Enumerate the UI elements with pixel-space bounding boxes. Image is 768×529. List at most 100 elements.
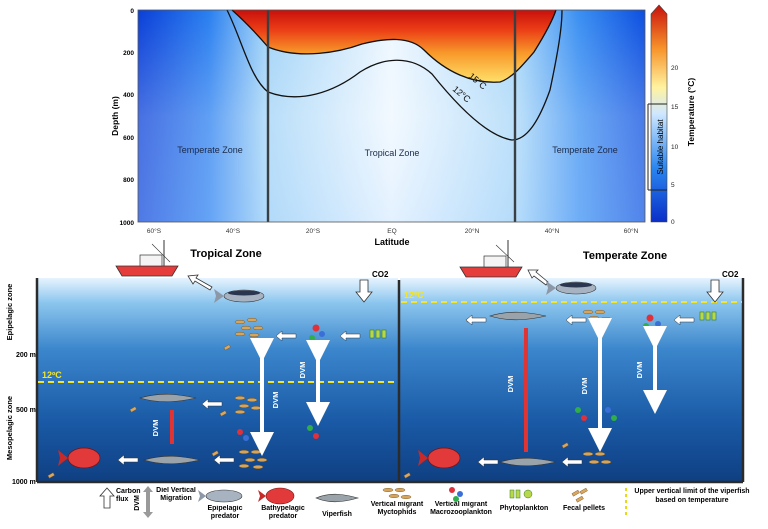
- dvm-label-left-long: DVM: [271, 392, 280, 409]
- y-tick: 400: [123, 92, 134, 99]
- carbon-flux-arrow-right: [706, 279, 724, 303]
- phytoplankton-right: [699, 311, 717, 321]
- y-axis-label: Depth (m): [110, 96, 120, 136]
- x-tick: EQ: [387, 228, 396, 235]
- catch-arrow-right: [527, 269, 549, 286]
- x-axis-label: Latitude: [375, 237, 410, 247]
- x-tick: 20°N: [465, 227, 480, 235]
- legend-upper-limit-text: Upper vertical limit of the viperfish ba…: [634, 488, 750, 504]
- fishing-boat-left: [115, 240, 179, 277]
- legend-macrozooplankton-text: Vertical migrant Macrozooplankton: [430, 501, 492, 516]
- depth-1000-label: 1000 m: [12, 479, 36, 486]
- heatmap-depth-shade: [138, 10, 645, 222]
- colorbar-tick: 10: [671, 144, 679, 151]
- x-tick: 60°S: [147, 227, 162, 235]
- legend: Carbon flux DVM Diel Vertical Migration …: [99, 486, 750, 520]
- heatmap-frame: [137, 9, 646, 223]
- epipelagic-zone-label: Epipelagic zone: [5, 284, 14, 341]
- legend-viperfish-text: Viperfish: [322, 511, 352, 518]
- carbon-flux-arrow-left: [355, 279, 373, 303]
- colorbar-tick: 20: [671, 65, 679, 72]
- y-tick: 200: [123, 50, 134, 57]
- legend-dvm-desc: Diel Vertical Migration: [156, 487, 196, 502]
- colorbar-ticks: 0 5 10 15 20: [671, 65, 679, 226]
- zone-label-tropical: Tropical Zone: [365, 148, 420, 158]
- tuna-right: [546, 281, 597, 295]
- legend-carbon-flux-text: Carbon flux: [116, 488, 141, 503]
- legend-epipelagic-text: Epipelagic predator: [207, 505, 243, 520]
- warm-water-region: [232, 10, 556, 83]
- viperfish-right-deep: [498, 457, 557, 467]
- legend-phytoplankton-text: Phytoplankton: [500, 505, 549, 512]
- legend-dvm: DVM Diel Vertical Migration: [134, 486, 196, 518]
- myctophids-right-deep: [582, 452, 612, 465]
- ocean-right: [400, 278, 743, 482]
- heatmap-panel: 15°C 12°C Temperate Zone Tropical Zone T…: [110, 4, 696, 247]
- colorbar: Suitable habitat 0 5 10 15 20 Temperatur…: [647, 4, 696, 226]
- colorbar-tick: 0: [671, 219, 675, 226]
- zone-label-south-temperate: Temperate Zone: [177, 145, 243, 155]
- legend-phytoplankton: Phytoplankton: [500, 489, 549, 512]
- legend-fecal-pellets: Fecal pellets: [563, 487, 605, 512]
- myctophids-left-top: [234, 318, 264, 338]
- legend-bathypelagic-text: Bathypelagic predator: [261, 505, 305, 520]
- x-tick: 60°N: [624, 227, 639, 235]
- tuna-left: [214, 289, 265, 303]
- legend-bathypelagic: Bathypelagic predator: [258, 487, 305, 520]
- bathypelagic-predator-left: [58, 447, 101, 469]
- dvm-label-right-short: DVM: [635, 362, 644, 379]
- x-tick: 40°S: [226, 227, 241, 235]
- threshold-12c-left: 12ºC: [42, 370, 62, 380]
- ocean-left: [37, 278, 398, 482]
- trophic-arrows-right: [465, 314, 695, 468]
- dvm-label-left-short: DVM: [298, 362, 307, 379]
- zone-label-north-temperate: Temperate Zone: [552, 145, 618, 155]
- trophic-arrows-left: [117, 330, 361, 466]
- fishing-boat-right: [459, 240, 523, 278]
- legend-carbon-flux: Carbon flux: [99, 487, 141, 509]
- colorbar-tick: 5: [671, 182, 675, 189]
- macrozooplankton-left-mid: [237, 425, 319, 441]
- phytoplankton-left: [369, 329, 387, 339]
- dvm-label-right-viperfish: DVM: [506, 376, 515, 393]
- y-tick: 600: [123, 135, 134, 142]
- depth-200-label: 200 m: [16, 352, 36, 359]
- catch-arrow-left: [187, 274, 213, 291]
- depth-500-label: 500 m: [16, 407, 36, 414]
- co2-label-left: CO2: [372, 270, 389, 279]
- ocean-schematic: Tropical Zone Temperate Zone Epipelagic …: [5, 240, 745, 486]
- y-tick: 0: [130, 8, 134, 15]
- y-ticks: 0 200 400 600 800 1000: [120, 8, 135, 227]
- y-tick: 1000: [120, 220, 135, 227]
- fecal-pellets-left: [47, 344, 231, 479]
- co2-label-right: CO2: [722, 270, 739, 279]
- colorbar-label: Temperature (°C): [686, 78, 696, 147]
- bathypelagic-predator-right: [418, 447, 461, 469]
- title-tropical-zone: Tropical Zone: [190, 248, 262, 260]
- legend-fecal-pellets-text: Fecal pellets: [563, 505, 605, 512]
- x-tick: 20°S: [306, 227, 321, 235]
- legend-upper-limit: Upper vertical limit of the viperfish ba…: [625, 488, 750, 518]
- legend-viperfish: Viperfish: [315, 493, 360, 518]
- legend-myctophids: Vertical migrant Myctophids: [370, 488, 424, 516]
- legend-myctophids-text: Vertical migrant Myctophids: [370, 501, 424, 516]
- legend-epipelagic: Epipelagic predator: [198, 489, 243, 520]
- dvm-label-left-viperfish: DVM: [151, 420, 160, 437]
- x-tick: 40°N: [545, 227, 560, 235]
- threshold-12c-right: 12ºC: [404, 290, 424, 300]
- viperfish-left-deep: [142, 455, 201, 465]
- viperfish-right-top: [488, 311, 547, 321]
- dvm-label-right-long: DVM: [580, 378, 589, 395]
- y-tick: 800: [123, 177, 134, 184]
- title-temperate-zone: Temperate Zone: [583, 250, 667, 262]
- x-ticks: 60°S 40°S 20°S EQ 20°N 40°N 60°N: [147, 227, 639, 235]
- colorbar-tick: 15: [671, 104, 679, 111]
- viperfish-left-mid: [138, 393, 197, 403]
- colorbar-bar: [650, 4, 668, 223]
- legend-macrozooplankton: Vertical migrant Macrozooplankton: [430, 487, 492, 516]
- suitable-habitat-label: Suitable habitat: [656, 119, 665, 175]
- legend-dvm-text: DVM: [134, 495, 141, 511]
- mesopelagic-zone-label: Mesopelagic zone: [5, 396, 14, 460]
